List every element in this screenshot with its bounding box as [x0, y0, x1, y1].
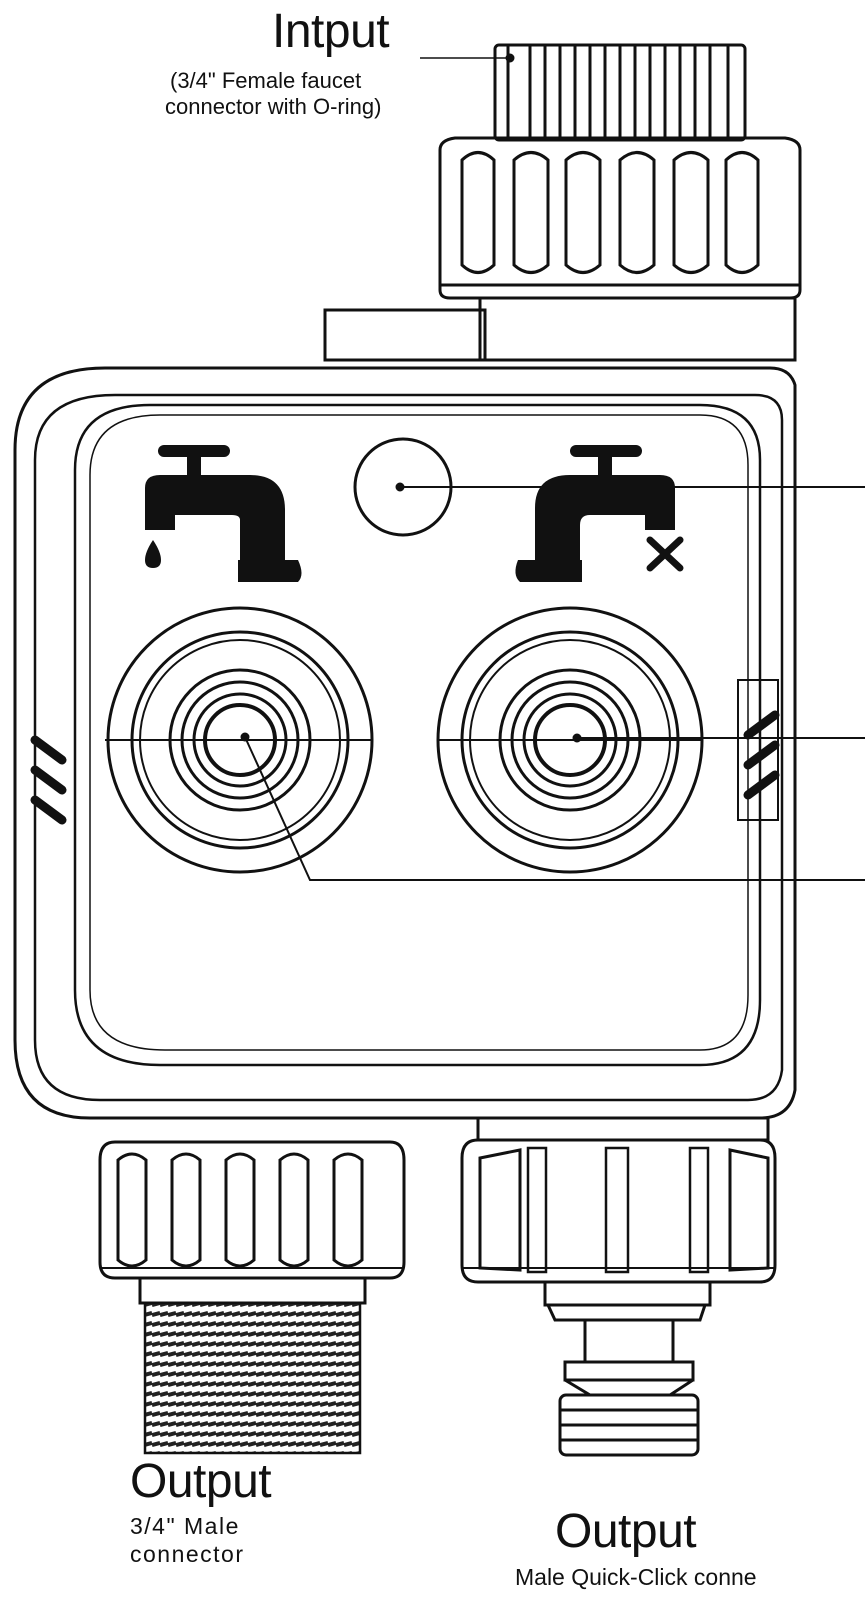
faucet-dripping-icon [145, 445, 302, 582]
output-left-connector [98, 1140, 406, 1455]
output-right-connector [460, 1116, 777, 1457]
output-right-desc: Male Quick-Click conne [515, 1564, 757, 1590]
input-desc-line1: (3/4" Female faucet [170, 68, 362, 93]
right-button [436, 606, 865, 874]
left-button [105, 606, 865, 881]
output-left-line2: connector [130, 1541, 245, 1567]
input-desc-line2: connector with O-ring) [165, 94, 382, 119]
input-title: Intput [272, 5, 390, 58]
output-left-title: Output [130, 1455, 272, 1508]
output-right-title: Output [555, 1505, 697, 1558]
faucet-off-icon [515, 445, 684, 582]
input-connector [323, 43, 802, 362]
timer-body [13, 366, 797, 1120]
output-left-line1: 3/4" Male [130, 1513, 240, 1539]
